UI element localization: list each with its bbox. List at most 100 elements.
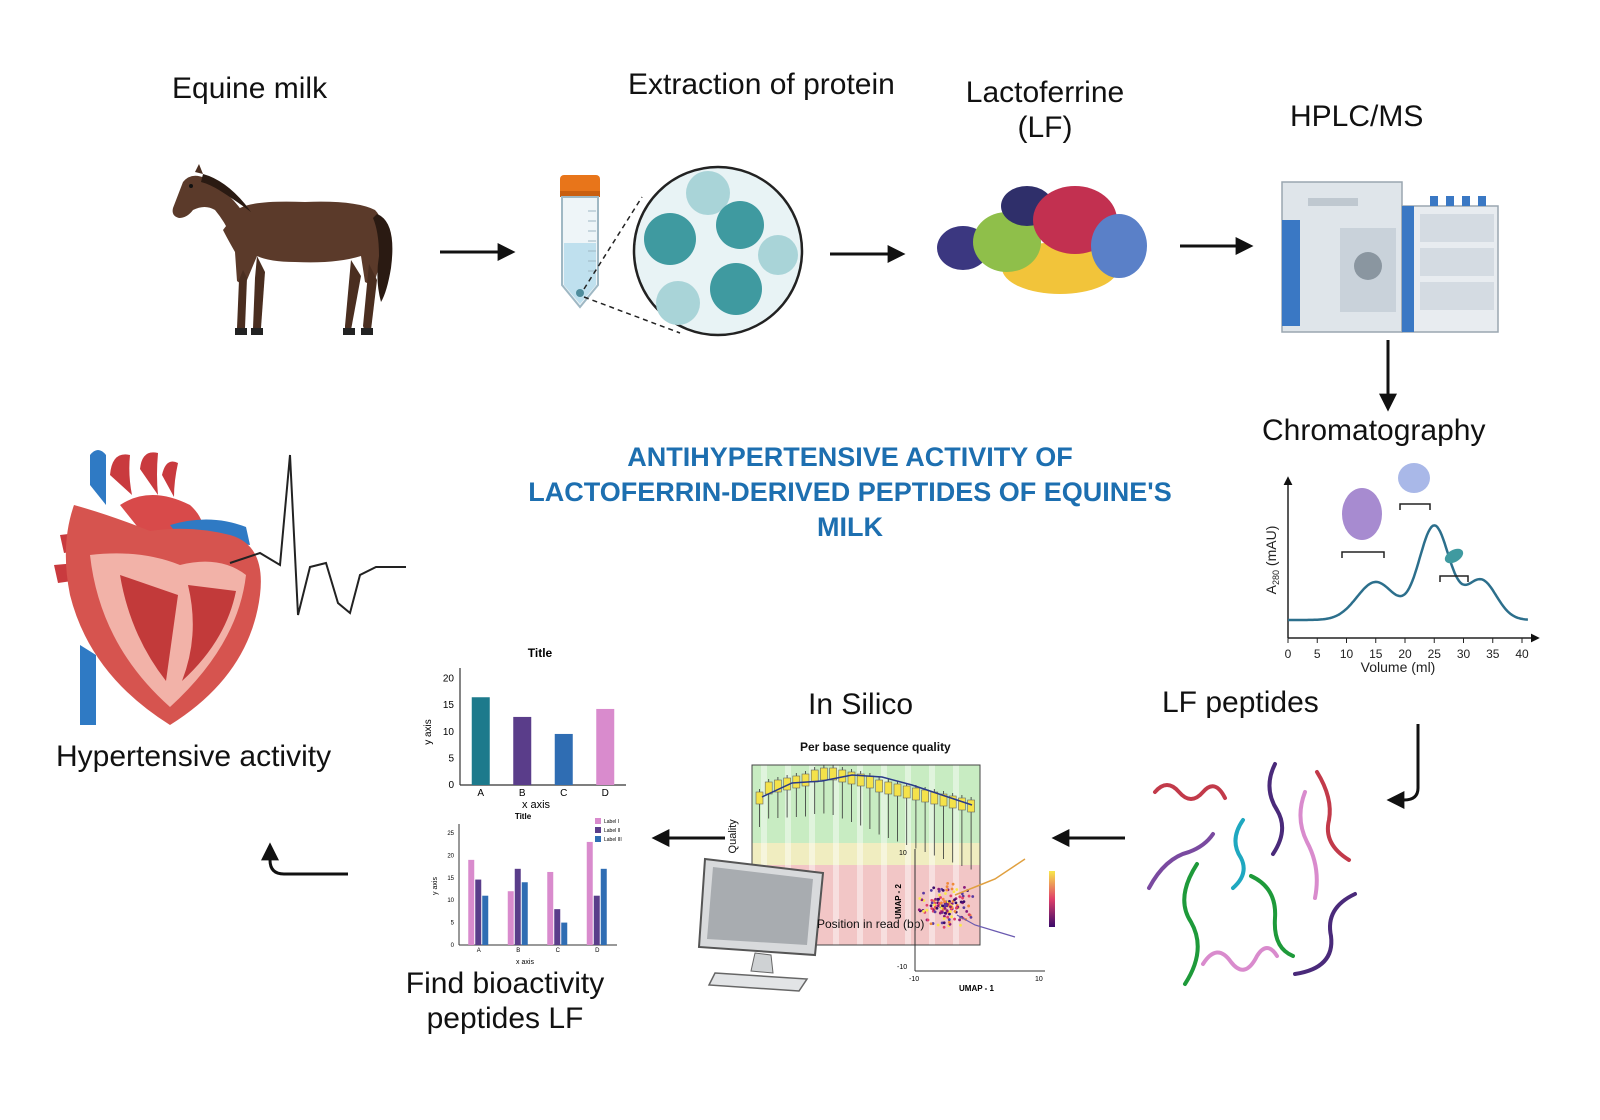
umap-point [940,910,944,914]
bar2-ytick: 10 [447,898,454,904]
chrom-tick-label: 10 [1340,647,1354,661]
bar2-legend-label: Label II [604,828,620,834]
bar2-ytick: 20 [447,853,454,859]
lactoferrin-protein-illustration [937,186,1147,294]
umap-point [942,917,946,920]
umap-point [959,900,963,904]
lf-peptides-illustration [1147,762,1357,986]
quality-x-label: Position in read (bp) [817,917,925,931]
quality-boxes [755,765,975,870]
protein-lightblue [1398,463,1430,493]
quality-box [829,767,837,781]
bar2-legend-label: Label III [604,837,622,843]
umap-point [945,885,949,889]
heart-illustration [54,450,261,725]
bar2-bar [507,891,514,945]
umap-point [958,895,962,899]
bar2-category: B [516,948,520,954]
bar2-ytick: 0 [451,943,455,949]
bar2-bar [586,841,593,945]
quality-box [958,797,966,811]
umap-point [963,885,966,889]
umap-point [935,906,939,910]
bar2-bar [475,879,482,945]
bar1-ytick: 0 [448,780,454,791]
umap-point [948,899,951,903]
umap-point [967,894,971,898]
bar2-ytick: 25 [447,831,454,837]
label-lactoferrine: Lactoferrine (LF) [960,76,1130,145]
umap-point [943,911,947,915]
quality-box [967,799,975,813]
umap-xtick-right: 10 [1035,976,1043,983]
quality-box [939,793,948,807]
quality-box [820,767,828,781]
label-extraction-of-protein: Extraction of protein [628,68,895,101]
quality-box [875,779,883,793]
label-find-bioactivity: Find bioactivity peptides LF [400,967,610,1036]
umap-point [945,888,949,892]
center-title-line1: ANTIHYPERTENSIVE ACTIVITY OF [627,442,1073,472]
umap-point [940,921,944,925]
bar2-legend-swatch [595,818,601,824]
chrom-tick-label: 20 [1398,647,1412,661]
umap-point [930,898,934,902]
umap-point [929,904,933,908]
quality-plot-title: Per base sequence quality [800,740,951,754]
umap-point [938,893,941,897]
chrom-trace [1288,524,1528,622]
umap-point [943,900,947,903]
bar2-legend-swatch [595,836,601,842]
umap-point [939,896,942,899]
umap-point [953,917,956,921]
umap-point [933,910,937,914]
label-chromatography: Chromatography [1262,414,1486,447]
chrom-y-label-sub: 280 [1271,570,1281,585]
umap-point [925,903,929,907]
umap-point [920,898,924,902]
umap-point [950,887,954,891]
bracket-3 [1439,575,1469,582]
umap-point [971,895,975,898]
umap-point [941,904,945,908]
umap-point [930,907,934,910]
chrom-tick-label: 5 [1314,647,1321,661]
hplc-instrument-illustration [1281,181,1499,333]
umap-point [937,902,941,905]
center-title-line2: LACTOFERRIN-DERIVED PEPTIDES OF EQUINE'S [528,477,1172,508]
umap-point [944,903,947,907]
umap-points [917,858,1026,938]
umap-point [962,900,966,903]
arrow-charts-to-heart [261,842,348,876]
umap-point [930,901,934,905]
bar2-bar [521,882,528,945]
bar2-category: A [477,948,481,954]
bar1-bar [596,708,615,785]
umap-point [947,918,951,921]
bar1-bar [554,733,573,785]
bar1-category: A [477,788,484,799]
chrom-y-label: A280 (mAU) [1263,526,1281,595]
arrow-chrom-to-peptides [1386,724,1420,809]
bar1-ytick: 15 [443,700,455,711]
computer-monitor-icon [697,857,825,992]
umap-point [943,914,946,918]
bar1-x-label: x axis [522,799,551,811]
umap-point [947,920,951,924]
bar2-bar [554,909,561,945]
umap-point [948,910,952,913]
protein-teal [1444,548,1464,564]
umap-plot: 10 -10 -10 10 UMAP - 1 UMAP - 2 [894,849,1055,993]
umap-point [940,901,943,905]
bar1-ytick: 20 [443,674,455,685]
quality-box [948,795,957,809]
umap-point [922,891,925,895]
umap-point [952,890,956,894]
label-in-silico: In Silico [808,688,914,721]
bar1-ytick: 10 [443,727,455,738]
quality-y-label: Quality [726,819,739,854]
